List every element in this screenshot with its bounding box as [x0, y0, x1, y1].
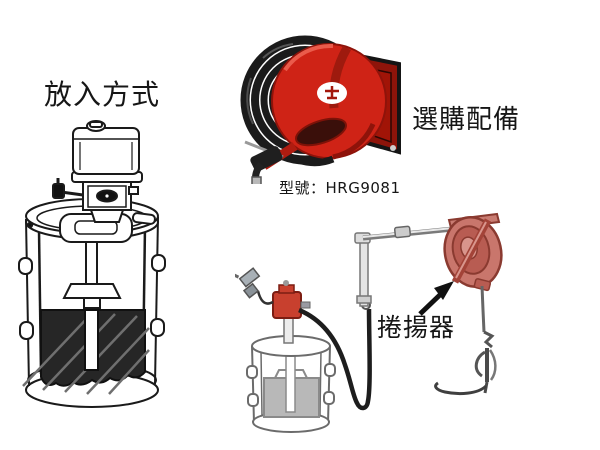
air-coupler: [235, 267, 261, 299]
drum-pump-cutaway-illustration: [18, 120, 166, 408]
grease-fill: [22, 309, 150, 395]
reel-side-plate: [271, 43, 387, 160]
model-number-label: 型號：HRG9081: [279, 179, 401, 197]
pump-air-motor: [71, 120, 143, 183]
system-installation-diagram: [235, 212, 503, 433]
pump-body: [82, 181, 139, 223]
hose-guide-outlet: [244, 140, 335, 184]
reel-logo: [317, 82, 347, 104]
air-valve: [52, 178, 84, 199]
diagram-hose-reel: [443, 212, 503, 292]
follower-plate: [62, 283, 122, 299]
hose-reel-photo: [240, 35, 401, 184]
pump-outlet-hose: [298, 307, 372, 411]
diagram-pump: [256, 280, 311, 344]
arrow-to-reel: [418, 281, 454, 316]
diagram-drum: [246, 335, 336, 433]
drop-hose-and-gun: [434, 285, 497, 396]
placement-method-label: 放入方式: [44, 78, 161, 111]
optional-accessories-label: 選購配備: [412, 105, 521, 135]
drum-bung-cap: [131, 212, 156, 225]
side-plate-cutout: [295, 117, 347, 147]
hose-end-fitting: [251, 176, 262, 184]
reel-annotation-label: 捲揚器: [377, 313, 456, 342]
